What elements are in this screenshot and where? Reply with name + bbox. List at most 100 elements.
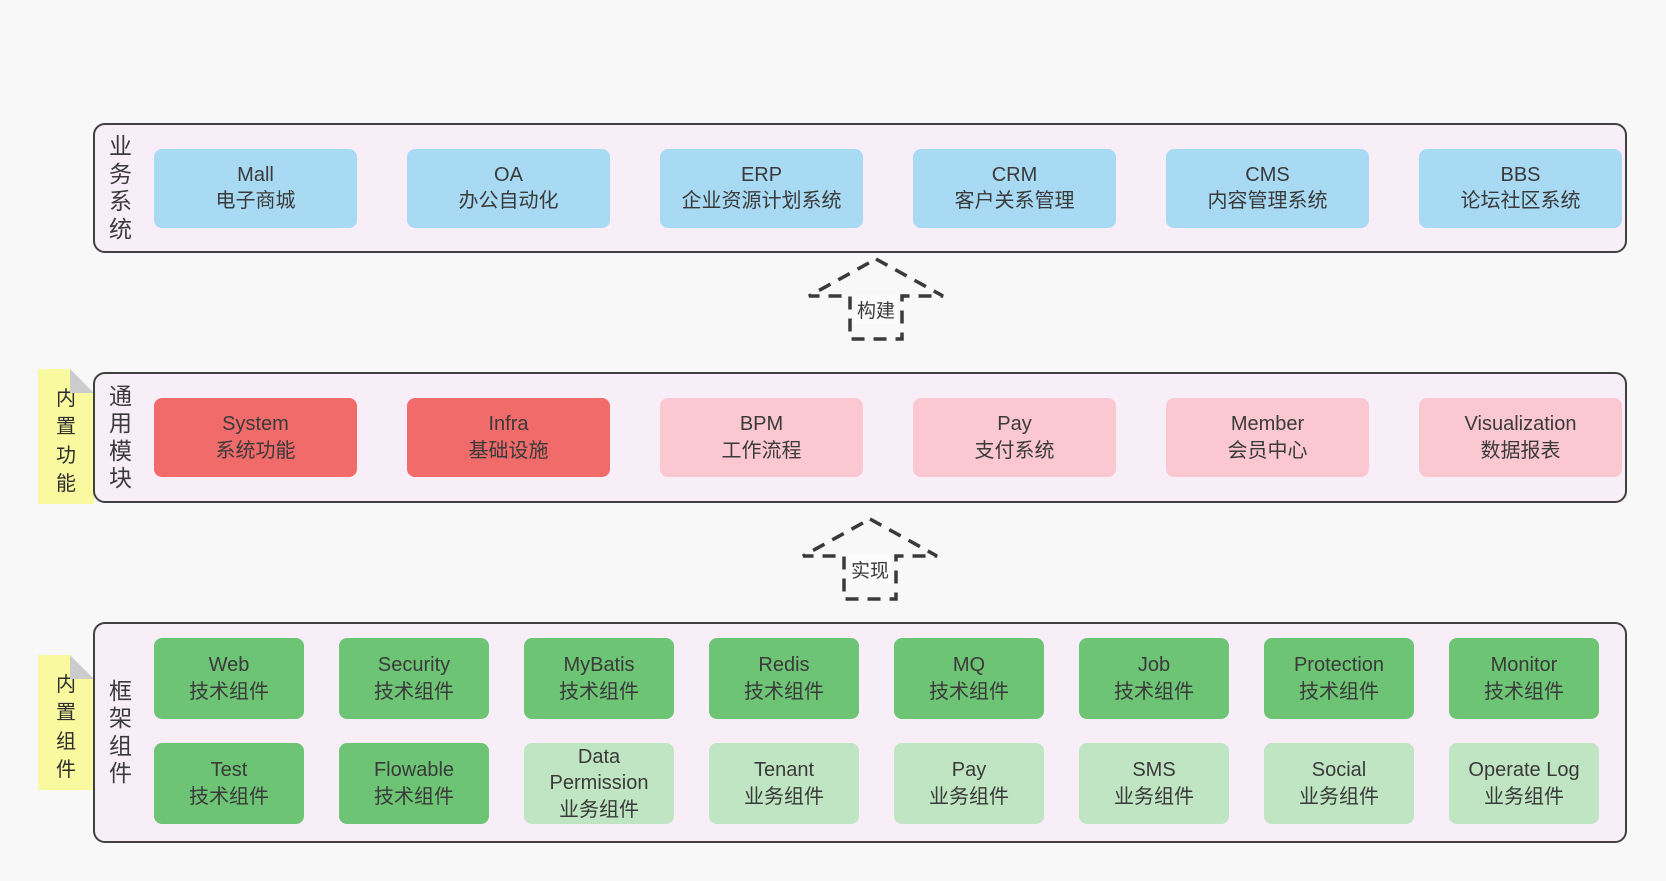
box-name: Social [1311,759,1367,782]
common-modules-label: 通用模块 [109,382,132,492]
box-desc: 业务组件 [744,785,824,808]
box-name: Redis [758,654,810,677]
up-arrow-icon [802,517,938,601]
box-name: Job [1137,654,1171,677]
box-test: Test 技术组件 [154,743,304,824]
box-name: Pay [951,759,987,782]
box-name: ERP [740,163,783,186]
box-monitor: Monitor 技术组件 [1449,638,1599,719]
box-desc: 系统功能 [215,439,296,462]
box-desc: 技术组件 [1484,680,1564,703]
box-job: Job 技术组件 [1079,638,1229,719]
box-name: Web [208,654,250,677]
box-desc: 工作流程 [721,439,802,462]
business-systems-row: Mall 电子商城 OA 办公自动化 ERP 企业资源计划系统 CRM 客户关系… [154,125,1622,251]
box-name: Mall [237,163,274,186]
box-protection: Protection 技术组件 [1264,638,1414,719]
box-social: Social 业务组件 [1264,743,1414,824]
box-erp: ERP 企业资源计划系统 [660,148,863,228]
box-desc: 技术组件 [744,680,824,703]
box-desc: 技术组件 [374,785,454,808]
box-name: BBS [1500,163,1541,186]
implement-arrow: 实现 [800,516,940,602]
box-desc: 支付系统 [974,439,1055,462]
box-desc: 数据报表 [1480,439,1561,462]
box-name: System [222,413,289,436]
box-tenant: Tenant 业务组件 [709,743,859,824]
box-desc: 业务组件 [1114,785,1194,808]
box-name: Test [210,759,248,782]
box-name: BPM [739,413,784,436]
up-arrow-icon [808,257,944,341]
box-operate-log: Operate Log 业务组件 [1449,743,1599,824]
box-name: Flowable [373,759,455,782]
box-name: Monitor [1490,654,1558,677]
folded-corner-icon [70,655,94,679]
box-name: Security [377,654,451,677]
business-systems-panel: 业务系统 Mall 电子商城 OA 办公自动化 ERP 企业资源计划系统 CRM… [93,123,1627,253]
box-desc: 技术组件 [1114,680,1194,703]
arrow-label: 构建 [853,295,899,324]
framework-row-2: Test 技术组件 Flowable 技术组件 Data Permission … [154,743,1599,824]
box-desc: 技术组件 [929,680,1009,703]
box-flowable: Flowable 技术组件 [339,743,489,824]
box-bbs: BBS 论坛社区系统 [1419,148,1622,228]
box-name: Visualization [1464,413,1577,436]
common-modules-row: System 系统功能 Infra 基础设施 BPM 工作流程 Pay 支付系统… [154,374,1622,501]
box-desc: 办公自动化 [458,190,559,212]
box-desc: 业务组件 [1299,785,1379,808]
box-name: Tenant [753,759,815,782]
box-infra: Infra 基础设施 [407,398,610,477]
box-name: Data Permission [549,745,649,795]
box-data-permission: Data Permission 业务组件 [524,743,674,824]
box-mq: MQ 技术组件 [894,638,1044,719]
box-desc: 技术组件 [374,680,454,703]
build-arrow: 构建 [806,256,946,342]
box-name: MyBatis [563,654,635,677]
box-name: MQ [952,654,986,677]
box-desc: 电子商城 [215,190,296,212]
box-desc: 会员中心 [1227,439,1308,462]
common-modules-panel: 通用模块 System 系统功能 Infra 基础设施 BPM 工作流程 Pay… [93,372,1627,503]
box-desc: 业务组件 [929,785,1009,808]
box-pay-biz: Pay 业务组件 [894,743,1044,824]
framework-components-panel: 框架组件 Web 技术组件 Security 技术组件 MyBatis 技术组件… [93,622,1627,843]
box-crm: CRM 客户关系管理 [913,148,1116,228]
box-desc: 业务组件 [1484,785,1564,808]
box-name: SMS [1132,759,1176,782]
box-bpm: BPM 工作流程 [660,398,863,477]
box-desc: 客户关系管理 [954,190,1075,212]
builtin-components-note: 内置组件 [38,655,94,790]
box-name: CRM [991,163,1038,186]
box-name: Infra [488,413,529,436]
box-sms: SMS 业务组件 [1079,743,1229,824]
box-desc: 内容管理系统 [1207,190,1328,212]
box-desc: 论坛社区系统 [1460,190,1581,212]
box-desc: 基础设施 [468,439,549,462]
box-desc: 技术组件 [559,680,639,703]
box-desc: 企业资源计划系统 [681,190,842,212]
box-web: Web 技术组件 [154,638,304,719]
note-text: 内置功能 [56,388,76,496]
box-name: Pay [997,413,1032,436]
box-member: Member 会员中心 [1166,398,1369,477]
box-name: OA [494,163,523,186]
box-desc: 业务组件 [559,798,639,821]
box-visualization: Visualization 数据报表 [1419,398,1622,477]
framework-components-label: 框架组件 [109,677,132,787]
box-system: System 系统功能 [154,398,357,477]
box-name: CMS [1245,163,1290,186]
box-cms: CMS 内容管理系统 [1166,148,1369,228]
box-oa: OA 办公自动化 [407,148,610,228]
folded-corner-icon [70,369,94,393]
builtin-features-note: 内置功能 [38,369,94,504]
box-desc: 技术组件 [1299,680,1379,703]
box-desc: 技术组件 [189,680,269,703]
box-mall: Mall 电子商城 [154,148,357,228]
box-name: Member [1230,413,1305,436]
arrow-label: 实现 [847,555,893,584]
box-desc: 技术组件 [189,785,269,808]
framework-row-1: Web 技术组件 Security 技术组件 MyBatis 技术组件 Redi… [154,638,1599,719]
box-pay: Pay 支付系统 [913,398,1116,477]
